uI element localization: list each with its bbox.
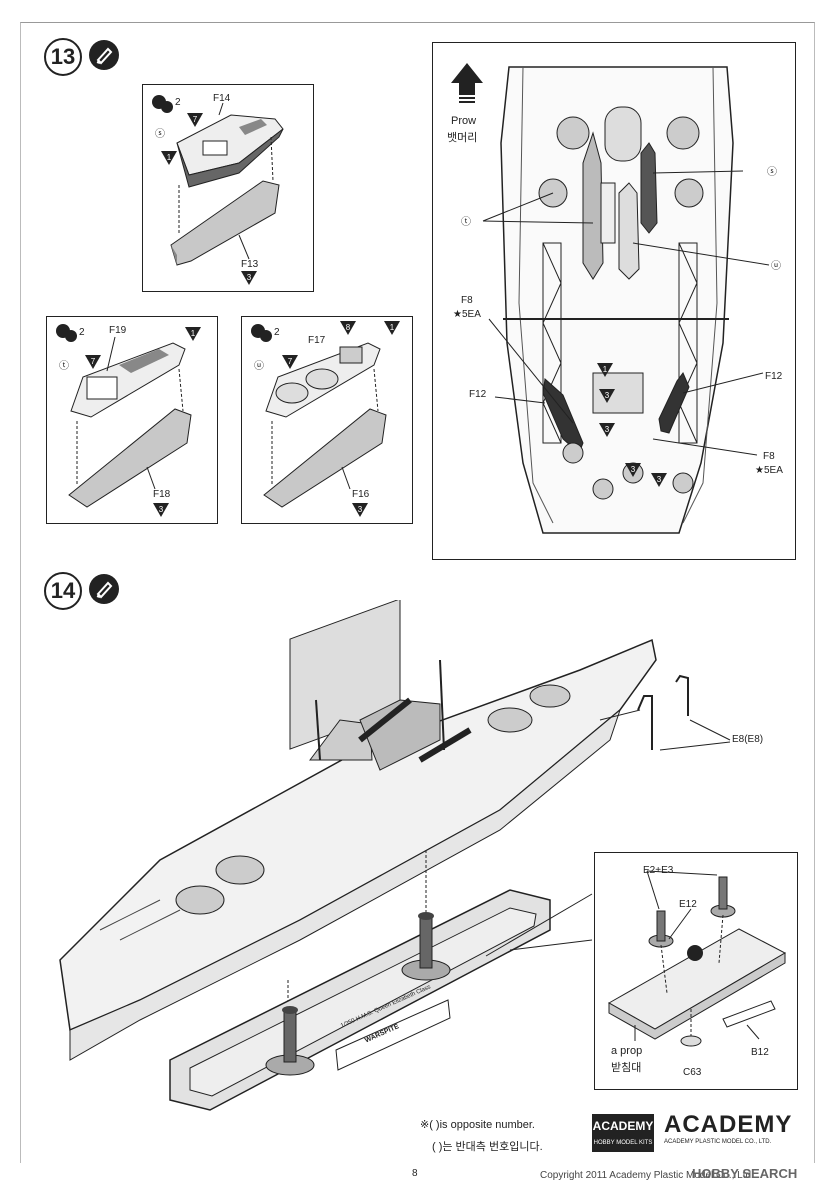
panel-b-ref: ⓣ: [59, 361, 69, 372]
big-logo-text: ACADEMY: [664, 1111, 793, 1138]
boat-b-drawing: [56, 324, 192, 508]
stand-e12-label: E12: [679, 899, 697, 910]
top-view-ref-u: ⓤ: [771, 261, 781, 272]
svg-text:3: 3: [605, 425, 610, 434]
svg-text:1: 1: [603, 365, 608, 374]
big-logo-sub: ACADEMY PLASTIC MODEL CO., LTD.: [664, 1139, 772, 1145]
prow-label-en: Prow: [451, 115, 477, 127]
stand-b12-label: B12: [751, 1047, 769, 1058]
panel-c-badge-top3: 1: [384, 321, 400, 335]
svg-text:7: 7: [91, 357, 96, 366]
prow-label-ko: 뱃머리: [447, 132, 478, 144]
boat-panel-a: 2 ⓢ F14 F13 7 1 3: [142, 84, 314, 292]
svg-text:3: 3: [657, 475, 662, 484]
opposite-number-note-ko: ( )는 반대측 번호입니다.: [432, 1141, 543, 1153]
panel-c-qty: 2: [274, 327, 280, 338]
boat-panel-c: 2 ⓤ F17 F16 7 8 1 3: [241, 316, 413, 524]
svg-text:3: 3: [631, 465, 636, 474]
step-13-number: 13: [44, 38, 82, 76]
page-frame: [20, 22, 815, 1163]
panel-b-badge-top2: 1: [185, 327, 201, 341]
panel-a-qty: 2: [175, 97, 181, 108]
panel-c-part-top: F17: [308, 335, 326, 346]
top-view-badge-3a: 3: [599, 389, 615, 403]
panel-c-badge-top1: 7: [282, 355, 298, 369]
svg-text:1: 1: [191, 329, 196, 338]
step-14-number: 14: [44, 572, 82, 610]
panel-c-badge-bottom: 3: [352, 503, 368, 517]
panel-c-ref: ⓤ: [254, 361, 264, 372]
panel-c-part-bottom: F16: [352, 489, 370, 500]
svg-text:1: 1: [390, 323, 395, 332]
svg-text:8: 8: [346, 323, 351, 332]
panel-a-part-bottom: F13: [241, 259, 259, 270]
ship-top-view-drawing: [451, 63, 770, 534]
f12-left-label: F12: [469, 389, 487, 400]
f8-right-label: F8: [763, 451, 775, 462]
svg-text:3: 3: [358, 505, 363, 514]
stand-detail-drawing: [607, 870, 787, 1047]
small-logo-line2: HOBBY MODEL KITS: [593, 1140, 653, 1146]
panel-b-qty: 2: [79, 327, 85, 338]
stand-prop-ko: 받침대: [611, 1062, 642, 1074]
stand-prop-en: a prop: [611, 1045, 643, 1057]
top-view-ref-t: ⓣ: [461, 217, 471, 228]
svg-text:3: 3: [605, 391, 610, 400]
f8-left-qty: ★5EA: [453, 309, 481, 320]
hobby-search-watermark: HOBBY SEARCH: [692, 1166, 798, 1181]
copyright: Copyright 2011 Academy Plastic Model Co.…: [540, 1170, 754, 1181]
svg-text:1: 1: [167, 153, 172, 162]
top-view-badge-3c: 3: [625, 463, 641, 477]
academy-small-logo: ACADEMY HOBBY MODEL KITS: [592, 1114, 654, 1152]
panel-c-badge-top2: 8: [340, 321, 356, 335]
f8-left-label: F8: [461, 295, 473, 306]
opposite-number-note-en: ※( )is opposite number.: [420, 1119, 535, 1131]
boat-panel-b: 2 ⓣ F19 F18 7 1 3: [46, 316, 218, 524]
top-view-badge-3d: 3: [651, 473, 667, 487]
panel-a-part-top: F14: [213, 93, 231, 104]
glue-icon: [89, 574, 119, 604]
panel-b-part-bottom: F18: [153, 489, 171, 500]
panel-b-part-top: F19: [109, 325, 127, 336]
glue-icon: [89, 40, 119, 70]
svg-text:7: 7: [288, 357, 293, 366]
svg-text:7: 7: [193, 115, 198, 124]
top-view-panel: Prow 뱃머리 ⓢ ⓣ ⓤ F8 ★5EA F12 F12 F8 ★5EA 1…: [432, 42, 796, 560]
boat-c-drawing: [251, 324, 387, 508]
page-number: 8: [412, 1168, 418, 1179]
academy-big-logo: ACADEMY ACADEMY PLASTIC MODEL CO., LTD.: [664, 1112, 804, 1146]
top-view-ref-s: ⓢ: [767, 167, 777, 178]
boat-a-drawing: [152, 95, 284, 266]
top-view-badge-1: 1: [597, 363, 613, 377]
panel-a-ref: ⓢ: [155, 129, 165, 140]
f12-right-label: F12: [765, 371, 783, 382]
panel-a-badge-bottom: 3: [241, 271, 257, 285]
stand-e2e3-label: E2+E3: [643, 865, 674, 876]
panel-a-badge-top1: 7: [187, 113, 203, 127]
stand-detail-panel: E2+E3 E12 a prop 받침대 C63 B12: [594, 852, 798, 1090]
svg-text:3: 3: [159, 505, 164, 514]
panel-b-badge-bottom: 3: [153, 503, 169, 517]
rail-part-label: E8(E8): [732, 734, 764, 745]
small-logo-line1: ACADEMY: [592, 1119, 654, 1133]
panel-b-badge-top1: 7: [85, 355, 101, 369]
top-view-badge-3b: 3: [599, 423, 615, 437]
ship-on-stand-drawing: [59, 600, 731, 1111]
panel-a-badge-top2: 1: [161, 151, 177, 165]
stand-c63-label: C63: [683, 1067, 702, 1078]
svg-text:3: 3: [247, 273, 252, 282]
f8-right-qty: ★5EA: [755, 465, 783, 476]
